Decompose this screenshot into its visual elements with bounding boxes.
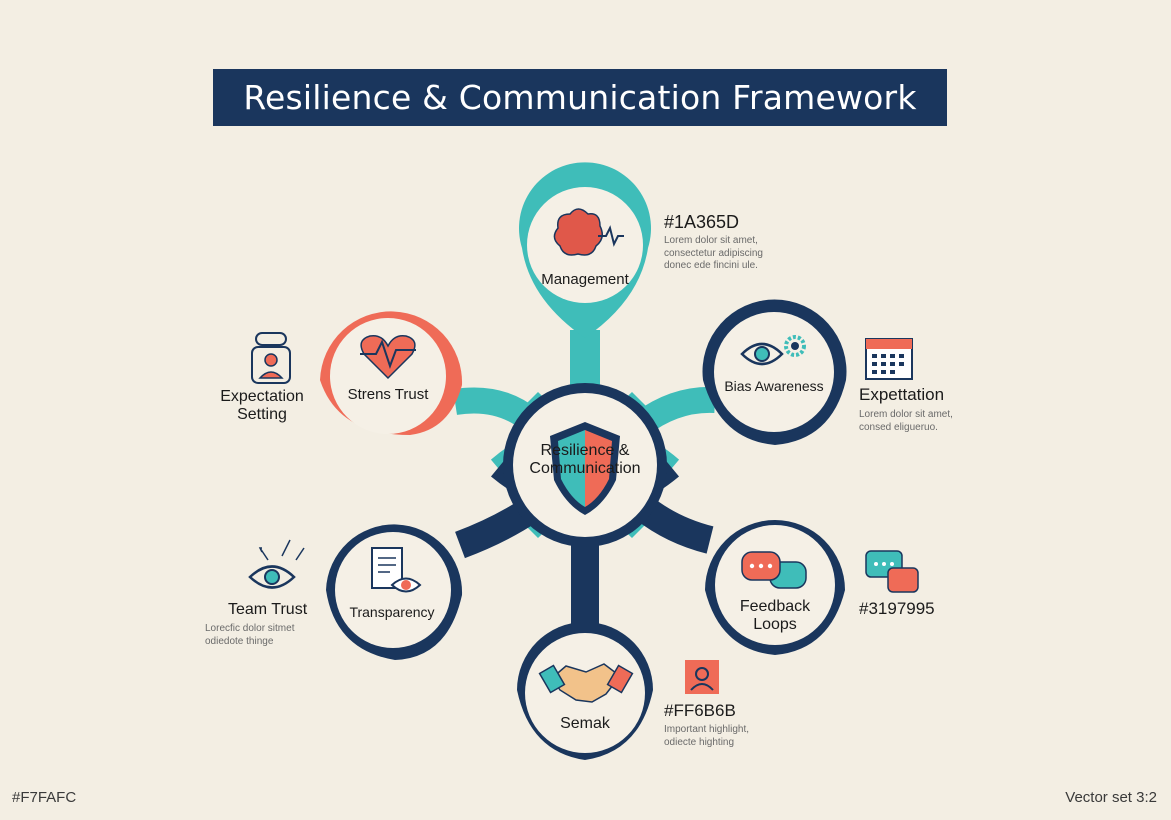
node-label-strens-trust: Strens Trust	[347, 386, 429, 403]
eye-arrows-icon	[248, 539, 305, 589]
document-eye-icon	[371, 547, 422, 593]
footer-right-text: Vector set 3:2	[1065, 789, 1157, 806]
note-right-bottom-title: #3197995	[859, 599, 935, 618]
node-strens-trust	[320, 311, 463, 435]
center-label: Resilience & Communication	[529, 442, 641, 478]
person-badge-icon	[251, 332, 291, 384]
node-feedback-loops	[705, 520, 845, 655]
calendar-icon	[865, 338, 913, 380]
node-label-transparency: Transparency	[349, 604, 435, 620]
person-square-icon	[685, 660, 719, 694]
note-left-bottom-desc: Lorecfic dolor sitmet odiedote thinge	[205, 623, 295, 647]
node-transparency	[326, 524, 463, 660]
note-left-bottom-title: Team Trust	[228, 601, 308, 618]
note-left-top-title: Expectation Setting	[220, 388, 304, 424]
note-bottom-right-desc: Important highlight, odiecte highting	[664, 724, 750, 748]
chat-bubbles-small-icon	[865, 550, 919, 593]
shield-icon	[550, 422, 620, 515]
node-bias-awareness	[702, 299, 847, 445]
note-top-right-desc: Lorem dolor sit amet, consectetur adipis…	[664, 235, 763, 271]
node-label-management: Management	[541, 271, 629, 288]
handshake-icon	[538, 663, 634, 703]
note-right-top-desc: Lorem dolor sit amet, consed eligueruo.	[859, 409, 953, 433]
footer-left-text: #F7FAFC	[12, 789, 77, 806]
node-management	[519, 162, 651, 338]
diagram-title: Resilience & Communication Framework	[213, 69, 947, 126]
note-top-right-title: #1A365D	[664, 212, 740, 232]
node-semak	[517, 622, 653, 760]
chat-bubbles-icon	[741, 551, 807, 589]
note-bottom-right-title: #FF6B6B	[664, 701, 736, 720]
node-label-bias-awareness: Bias Awareness	[724, 378, 824, 394]
note-right-top-title: Expettation	[859, 385, 945, 404]
brain-heartbeat-icon	[553, 208, 624, 256]
center-node	[503, 383, 667, 547]
node-label-semak: Semak	[560, 715, 610, 732]
node-label-feedback-loops: Feedback Loops	[739, 598, 811, 634]
heart-pulse-icon	[360, 334, 416, 380]
eye-gear-icon	[740, 335, 806, 366]
